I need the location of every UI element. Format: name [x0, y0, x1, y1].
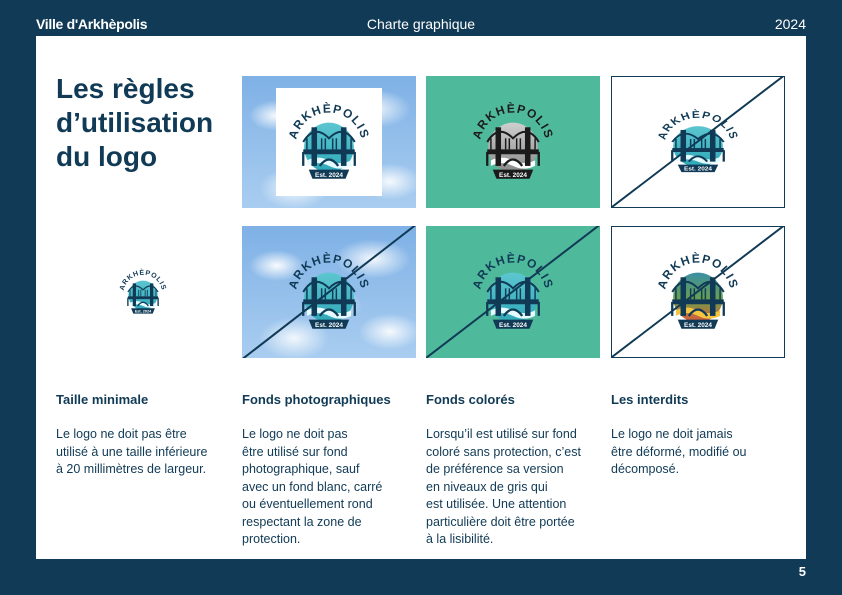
document-year: 2024: [774, 16, 806, 32]
column-title-forbidden: Les interdits: [611, 392, 689, 407]
svg-text:Est. 2024: Est. 2024: [499, 322, 527, 329]
content-panel: Les règles d’utilisation du logo Est. 20…: [36, 36, 806, 559]
svg-text:Est. 2024: Est. 2024: [684, 167, 713, 172]
svg-text:Est. 2024: Est. 2024: [684, 322, 712, 329]
column-title-color-backgrounds: Fonds colorés: [426, 392, 515, 407]
document-title: Charte graphique: [366, 16, 476, 32]
svg-text:Est. 2024: Est. 2024: [135, 310, 152, 314]
column-title-minimum-size: Taille minimale: [56, 392, 149, 407]
svg-text:Est. 2024: Est. 2024: [315, 172, 343, 179]
brand-name: Ville d'Arkhèpolis: [36, 16, 148, 32]
page-number: 5: [798, 564, 806, 579]
top-bar: Ville d'Arkhèpolis Charte graphique 2024: [0, 0, 842, 36]
svg-text:Est. 2024: Est. 2024: [315, 322, 343, 329]
page-title: Les règles d’utilisation du logo: [56, 73, 214, 172]
column-title-photo-backgrounds: Fonds photographiques: [242, 392, 391, 407]
svg-text:Est. 2024: Est. 2024: [499, 172, 527, 179]
